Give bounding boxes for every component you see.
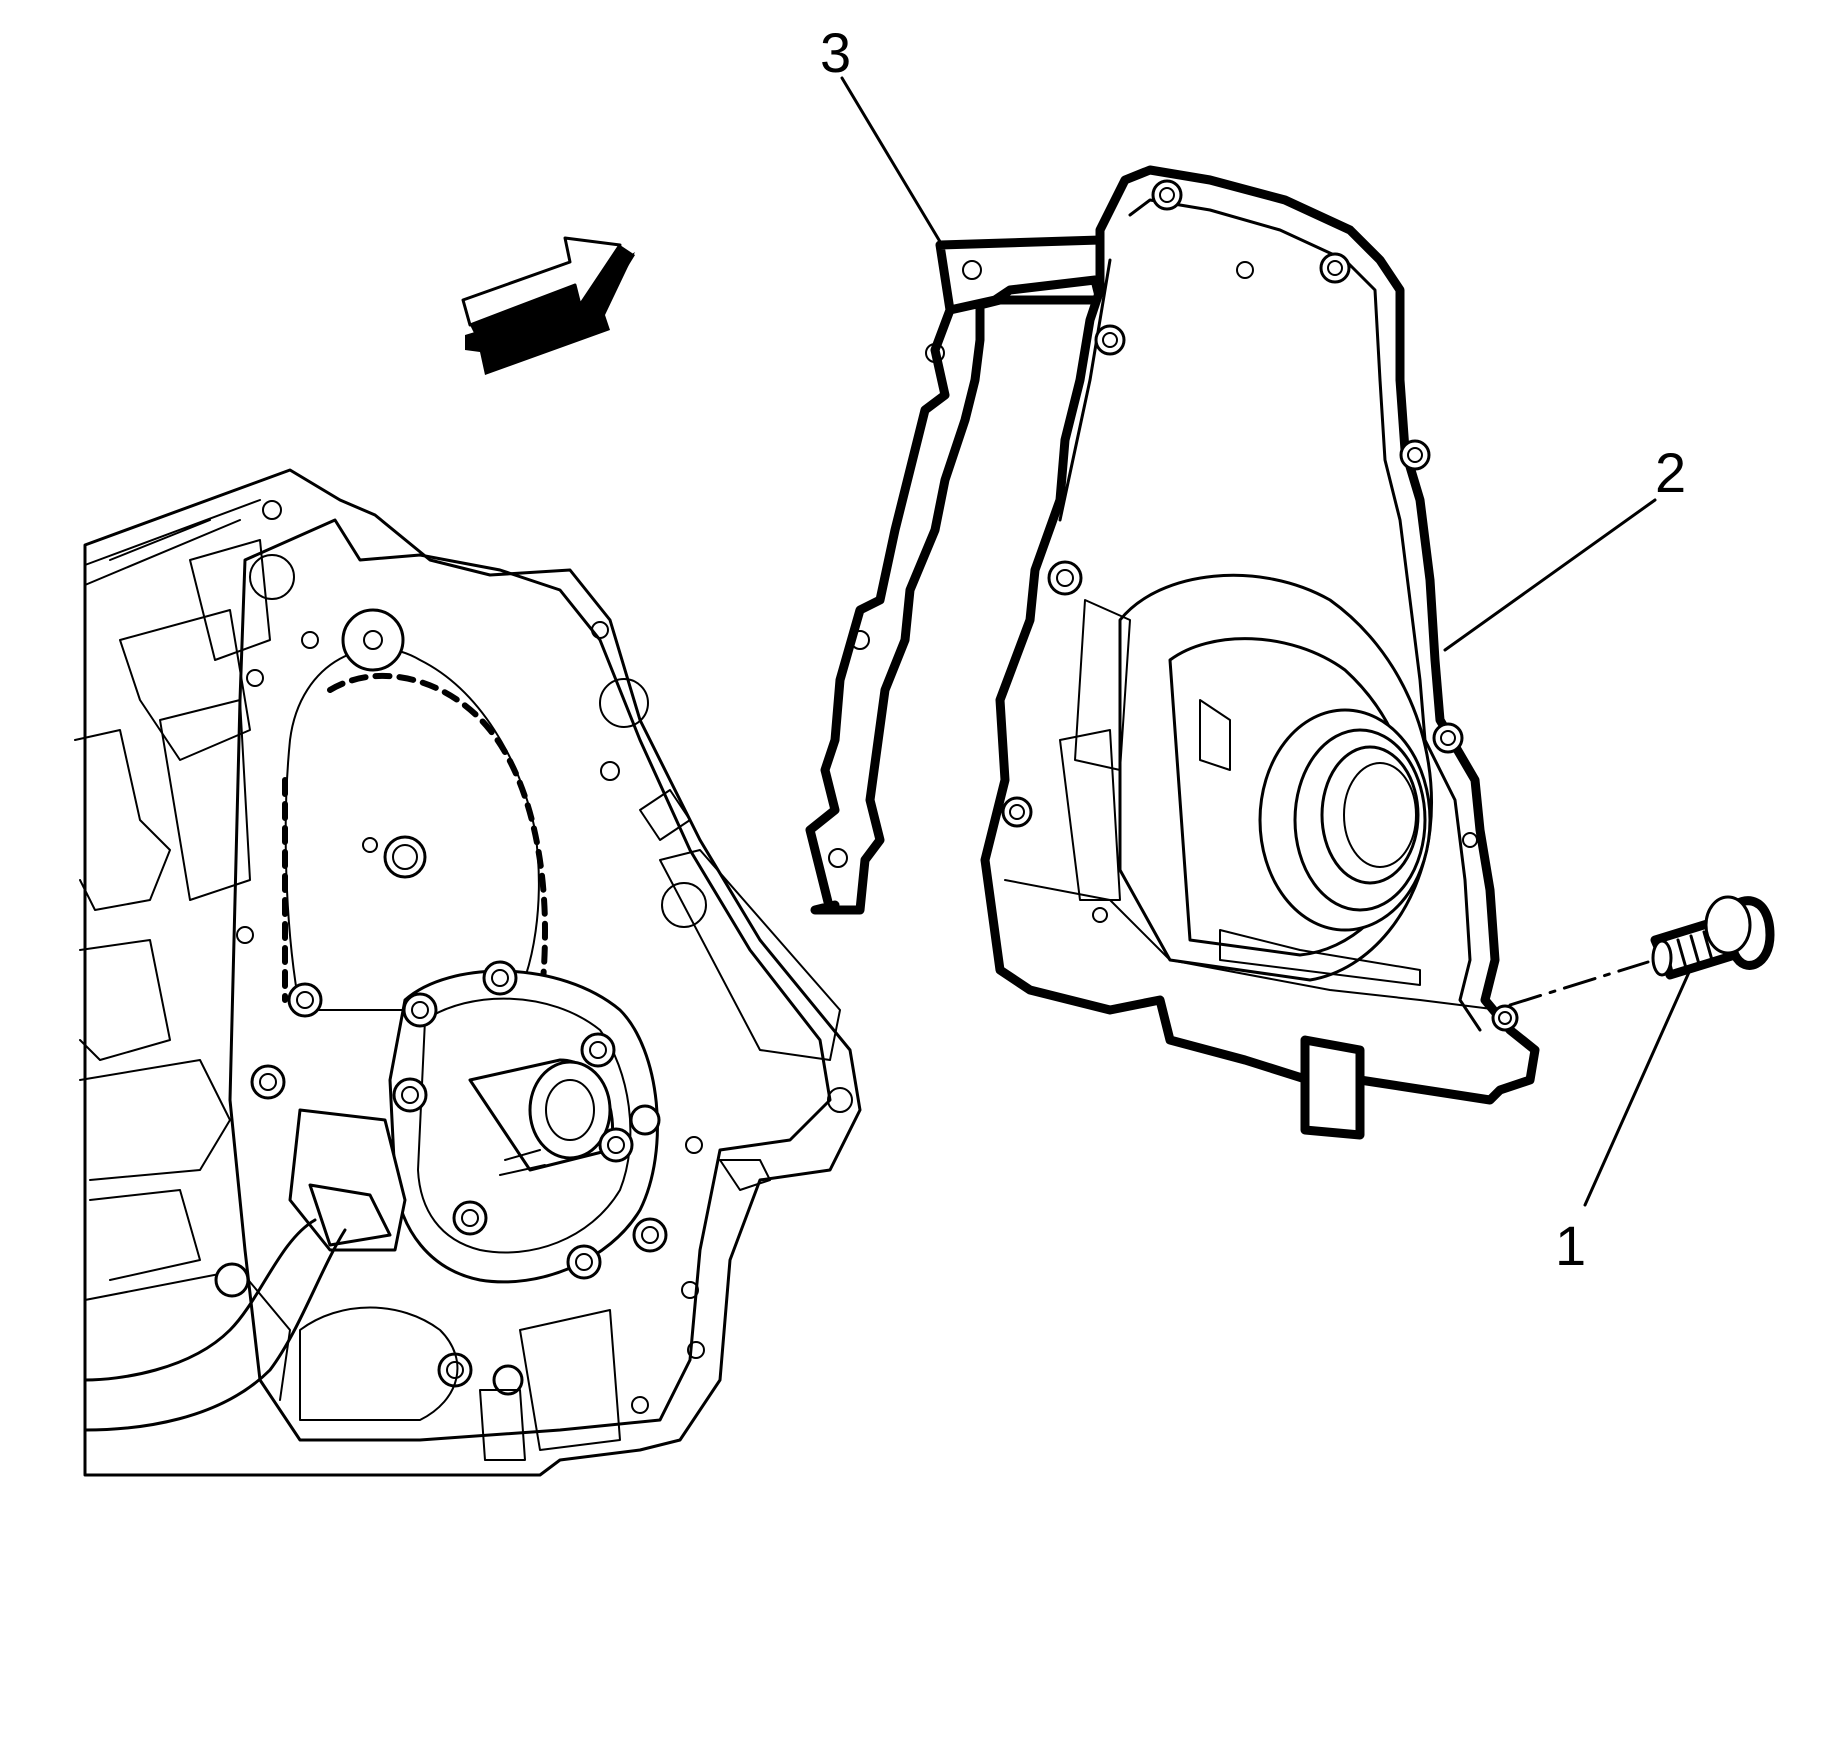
front-cover — [980, 165, 1540, 1140]
install-path-line — [1508, 960, 1650, 1007]
bolt — [1650, 895, 1775, 980]
callout-3: 3 — [820, 21, 851, 84]
callout-1: 1 — [1555, 1214, 1586, 1277]
leader-line-1 — [1583, 968, 1692, 1207]
callout-2: 2 — [1655, 441, 1686, 504]
gasket — [805, 235, 1105, 915]
bolt-heads — [214, 960, 668, 1396]
direction-arrow-icon — [461, 236, 635, 375]
leader-line-3 — [840, 76, 944, 247]
leader-line-2 — [1443, 498, 1657, 652]
engine-block — [74, 468, 862, 1477]
